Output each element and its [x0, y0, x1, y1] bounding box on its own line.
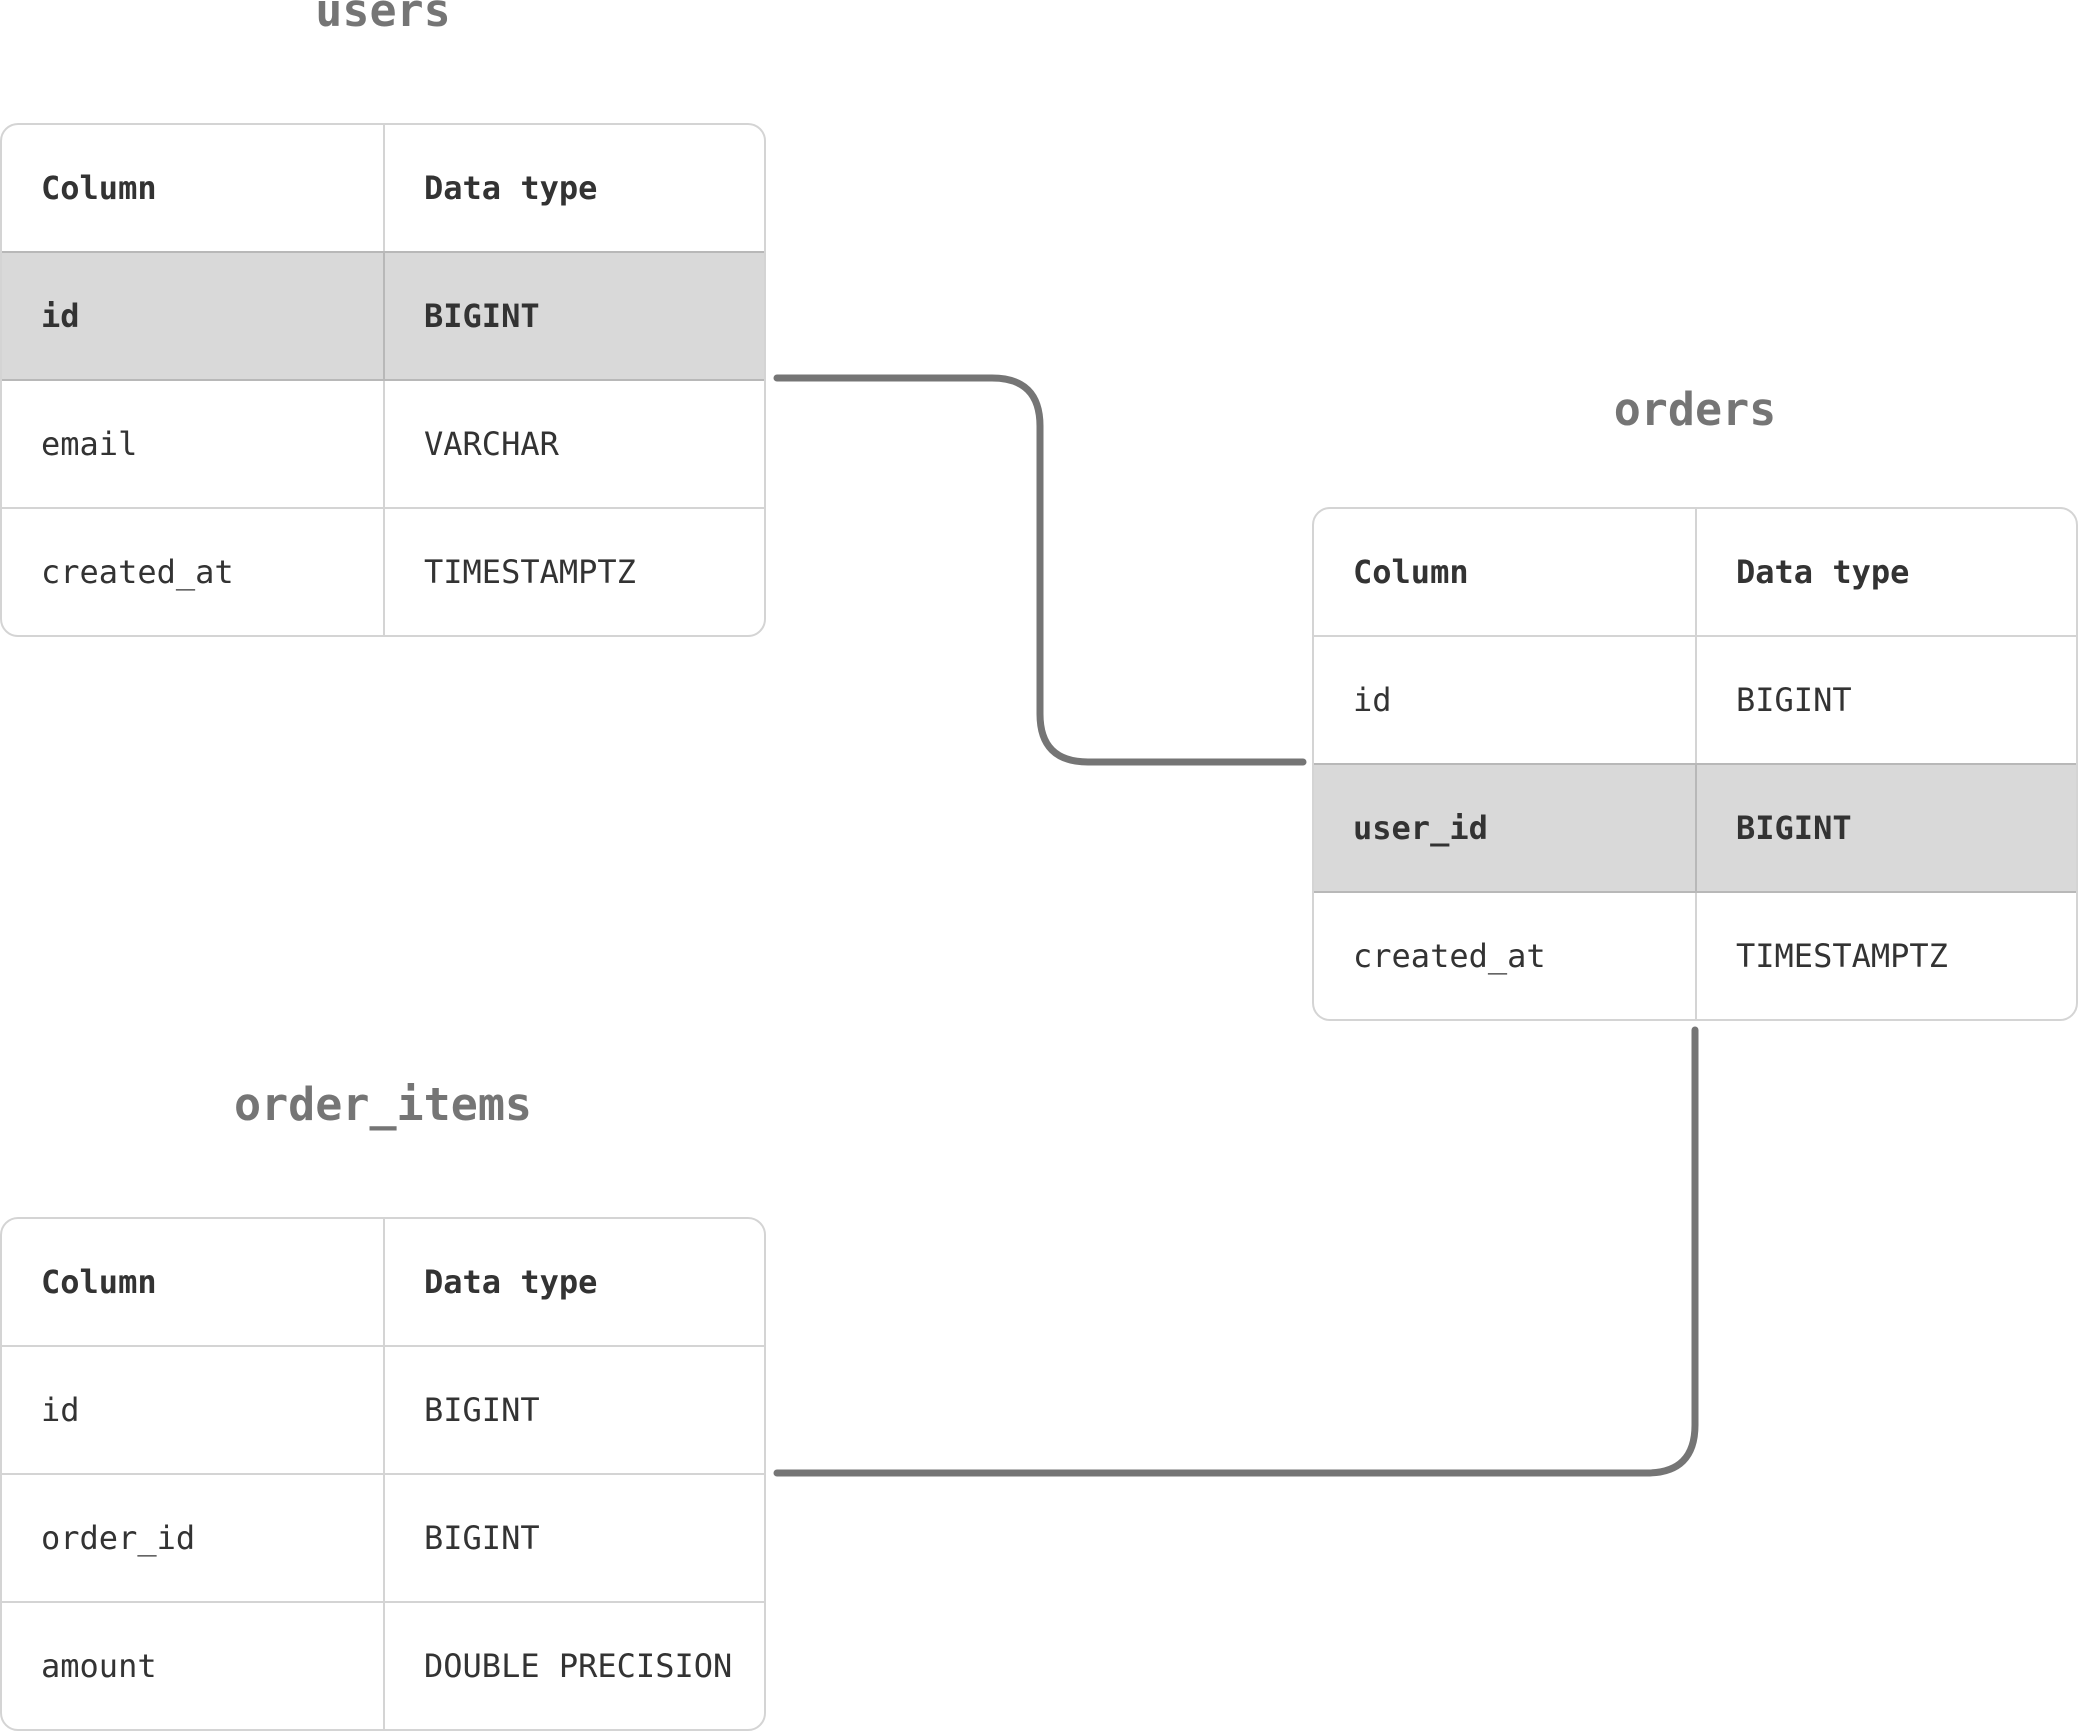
entity-title-users: users — [315, 0, 451, 37]
column-type: BIGINT — [1695, 765, 2076, 891]
column-name: created_at — [1353, 937, 1546, 975]
table-row: id BIGINT — [1314, 635, 2076, 763]
table-row: id BIGINT — [2, 251, 764, 379]
column-name: amount — [41, 1647, 157, 1685]
column-type: VARCHAR — [383, 381, 764, 507]
column-type: DOUBLE PRECISION — [383, 1603, 764, 1729]
table-row: created_at TIMESTAMPTZ — [1314, 891, 2076, 1019]
column-type: BIGINT — [383, 1475, 764, 1601]
table-header: Column Data type — [2, 1219, 764, 1345]
connector-orders-order-items — [773, 1026, 1699, 1477]
connector-users-orders — [773, 374, 1307, 766]
table-row: id BIGINT — [2, 1345, 764, 1473]
table-header: Column Data type — [1314, 509, 2076, 635]
header-data-type: Data type — [383, 125, 764, 251]
table-users: Column Data type id BIGINT email VARCHAR… — [0, 123, 766, 637]
header-column: Column — [41, 169, 157, 207]
column-name: created_at — [41, 553, 234, 591]
column-name: order_id — [41, 1519, 196, 1557]
table-order-items: Column Data type id BIGINT order_id BIGI… — [0, 1217, 766, 1731]
entity-title-order-items: order_items — [233, 1078, 532, 1131]
column-name: id — [41, 297, 80, 335]
table-header: Column Data type — [2, 125, 764, 251]
table-orders: Column Data type id BIGINT user_id BIGIN… — [1312, 507, 2078, 1021]
header-column: Column — [41, 1263, 157, 1301]
header-column: Column — [1353, 553, 1469, 591]
column-type: TIMESTAMPTZ — [383, 509, 764, 635]
column-name: user_id — [1353, 809, 1488, 847]
column-name: email — [41, 425, 138, 463]
column-type: BIGINT — [383, 253, 764, 379]
column-type: BIGINT — [383, 1347, 764, 1473]
column-type: BIGINT — [1695, 637, 2076, 763]
table-row: amount DOUBLE PRECISION — [2, 1601, 764, 1729]
header-data-type: Data type — [383, 1219, 764, 1345]
table-row: created_at TIMESTAMPTZ — [2, 507, 764, 635]
table-row: order_id BIGINT — [2, 1473, 764, 1601]
table-row: email VARCHAR — [2, 379, 764, 507]
table-row: user_id BIGINT — [1314, 763, 2076, 891]
header-data-type: Data type — [1695, 509, 2076, 635]
entity-title-orders: orders — [1613, 383, 1777, 436]
column-name: id — [1353, 681, 1392, 719]
column-name: id — [41, 1391, 80, 1429]
column-type: TIMESTAMPTZ — [1695, 893, 2076, 1019]
